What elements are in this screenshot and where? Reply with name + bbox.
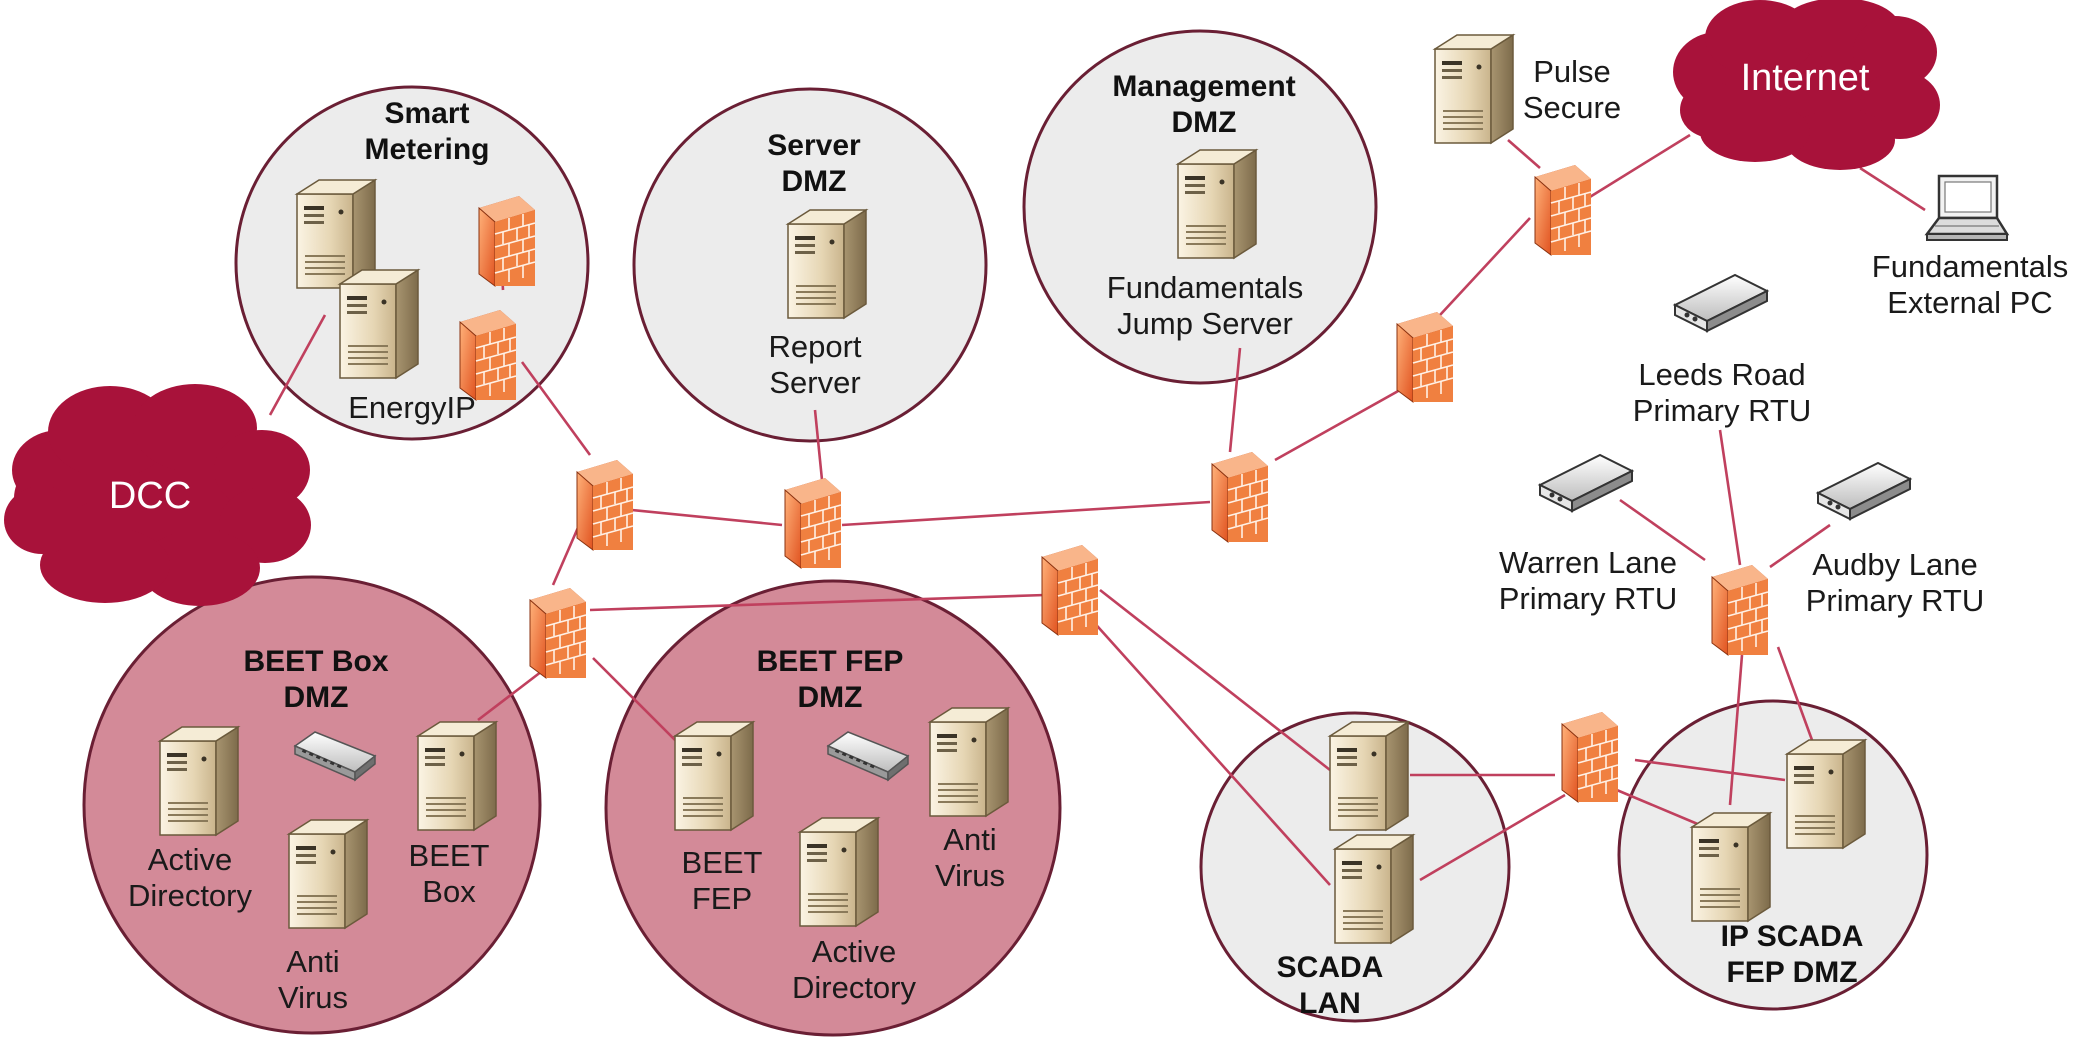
- server-icon: [799, 817, 879, 927]
- server-icon: [288, 819, 368, 929]
- dcc-cloud-label: DCC: [109, 475, 191, 517]
- firewall-icon: [529, 587, 587, 679]
- leeds-road-label-2: Primary RTU: [1633, 393, 1812, 428]
- server-dmz-title-2: DMZ: [782, 165, 847, 198]
- beet-box-dmz-title-1: BEET Box: [243, 645, 388, 678]
- pulse-secure-label-2: Secure: [1523, 90, 1621, 125]
- warren-lane-label-2: Primary RTU: [1499, 581, 1678, 616]
- management-dmz-title-1: Management: [1112, 70, 1295, 103]
- scada-lan-title-2: LAN: [1299, 987, 1361, 1020]
- firewall-icon: [576, 459, 634, 551]
- fundamentals-pc-label-1: Fundamentals: [1872, 249, 2068, 284]
- cloud-icon: [1673, 0, 1940, 170]
- server-icon: [1177, 149, 1257, 259]
- beet-box-ad-label-2: Directory: [128, 878, 253, 913]
- beet-fep-ad-label-1: Active: [812, 934, 896, 969]
- beet-fep-dmz-title-2: DMZ: [798, 681, 863, 714]
- smart-metering-title-2: Metering: [364, 133, 489, 166]
- beet-box-av-label-1: Anti: [286, 944, 339, 979]
- rtu-icon: [1817, 462, 1911, 520]
- firewall-icon: [784, 477, 842, 569]
- rtu-icon: [1539, 454, 1633, 512]
- ip-scada-title-2: FEP DMZ: [1726, 956, 1857, 989]
- beet-fep-label-1: BEET: [682, 845, 763, 880]
- beet-box-av-label-2: Virus: [278, 980, 348, 1015]
- beet-box-label-1: BEET: [409, 838, 490, 873]
- server-icon: [1329, 721, 1409, 831]
- server-icon: [674, 721, 754, 831]
- rtu-icon: [1674, 274, 1768, 332]
- firewall-icon: [1396, 311, 1454, 403]
- beet-box-ad-label-1: Active: [148, 842, 232, 877]
- zone-beet-fep-dmz: [604, 579, 1062, 1037]
- server-icon: [339, 269, 419, 379]
- ip-scada-title-1: IP SCADA: [1721, 920, 1864, 953]
- server-icon: [1691, 812, 1771, 922]
- report-server-label-1: Report: [768, 329, 861, 364]
- server-icon: [417, 721, 497, 831]
- leeds-road-label-1: Leeds Road: [1638, 357, 1805, 392]
- server-icon: [787, 209, 867, 319]
- audby-lane-label-1: Audby Lane: [1812, 547, 1977, 582]
- zone-beet-box-dmz: [82, 575, 542, 1035]
- pulse-secure-label-1: Pulse: [1533, 54, 1611, 89]
- firewall-icon: [459, 309, 517, 401]
- firewall-icon: [1711, 564, 1769, 656]
- beet-fep-dmz-title-1: BEET FEP: [757, 645, 904, 678]
- server-icon: [929, 707, 1009, 817]
- firewall-icon: [1211, 451, 1269, 543]
- beet-fep-av-label-2: Virus: [935, 858, 1005, 893]
- server-dmz-title-1: Server: [767, 129, 861, 162]
- server-icon: [1334, 834, 1414, 944]
- firewall-icon: [478, 195, 536, 287]
- fundamentals-pc-label-2: External PC: [1887, 285, 2052, 320]
- smart-metering-title-1: Smart: [384, 97, 469, 130]
- beet-box-dmz-title-2: DMZ: [284, 681, 349, 714]
- server-icon: [1786, 739, 1866, 849]
- beet-fep-ad-label-2: Directory: [792, 970, 917, 1005]
- laptop-icon: [1925, 174, 2009, 242]
- report-server-label-2: Server: [769, 365, 860, 400]
- scada-lan-title-1: SCADA: [1277, 951, 1384, 984]
- firewall-icon: [1534, 164, 1592, 256]
- beet-box-label-2: Box: [422, 874, 476, 909]
- management-dmz-title-2: DMZ: [1172, 106, 1237, 139]
- beet-fep-av-label-1: Anti: [943, 822, 996, 857]
- server-icon: [1434, 34, 1514, 144]
- beet-fep-label-2: FEP: [692, 881, 752, 916]
- jump-server-label-2: Jump Server: [1117, 306, 1293, 341]
- audby-lane-label-2: Primary RTU: [1806, 583, 1985, 618]
- warren-lane-label-1: Warren Lane: [1499, 545, 1677, 580]
- jump-server-label-1: Fundamentals: [1107, 270, 1303, 305]
- internet-cloud-label: Internet: [1741, 57, 1870, 99]
- cloud-icon: [4, 384, 311, 606]
- energyip-label: EnergyIP: [348, 390, 476, 425]
- server-icon: [159, 726, 239, 836]
- firewall-icon: [1041, 544, 1099, 636]
- firewall-icon: [1561, 711, 1619, 803]
